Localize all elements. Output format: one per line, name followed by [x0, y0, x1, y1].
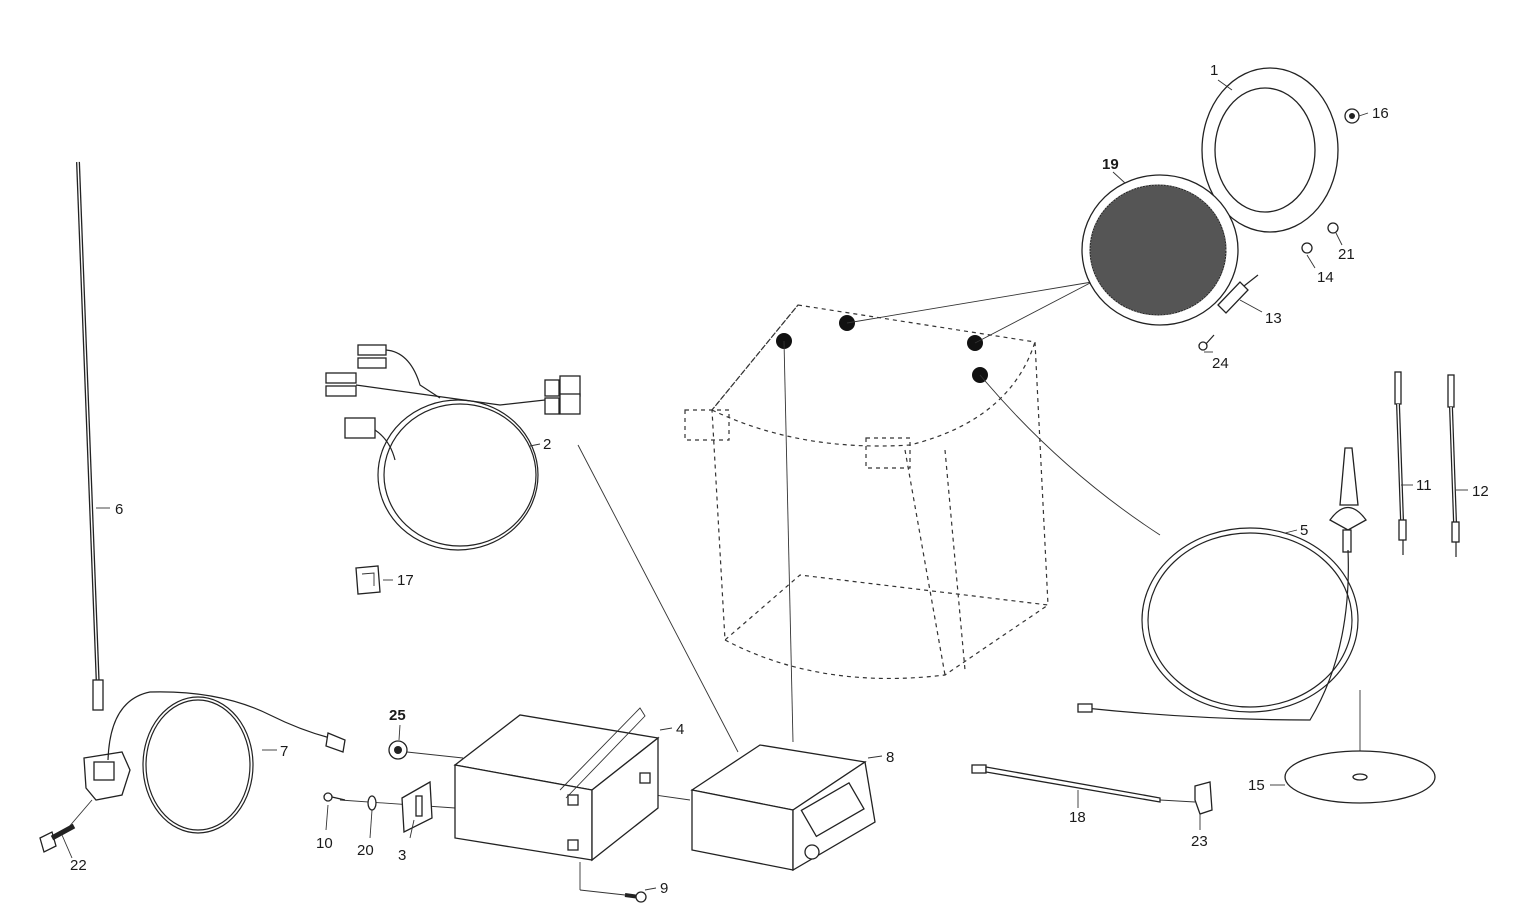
callout-3: 3 [398, 847, 406, 864]
callout-labels: 1 2 3 4 5 6 7 8 9 10 11 12 13 14 15 16 1… [70, 62, 1489, 897]
screw-24 [1198, 334, 1215, 351]
mounting-frame-4 [453, 707, 660, 862]
washer-14 [1301, 242, 1313, 254]
callout-18: 18 [1069, 809, 1086, 826]
wiring-harness-2 [325, 344, 581, 551]
bracket-3 [401, 780, 433, 834]
callout-10: 10 [316, 835, 333, 852]
bushing-25 [388, 740, 408, 760]
callout-17: 17 [397, 572, 414, 589]
screw-10 [323, 792, 346, 802]
whip-antenna-6 [61, 161, 131, 836]
speaker-ring-1 [1201, 67, 1339, 233]
cabinet-outline [684, 304, 1049, 680]
callout-13: 13 [1265, 310, 1282, 327]
bolt-22 [39, 823, 76, 853]
callout-14: 14 [1317, 269, 1334, 286]
clip-17 [355, 565, 381, 595]
callout-7: 7 [280, 743, 288, 760]
standoff-13 [1217, 274, 1259, 314]
callout-24: 24 [1212, 355, 1229, 372]
roof-antenna-5 [1077, 447, 1367, 721]
callout-21: 21 [1338, 246, 1355, 263]
callout-2: 2 [543, 436, 551, 453]
callout-5: 5 [1300, 522, 1308, 539]
cable-tie-18 [971, 764, 1161, 803]
antenna-11 [1394, 371, 1407, 555]
callout-25: 25 [389, 707, 406, 724]
callout-20: 20 [357, 842, 374, 859]
callout-23: 23 [1191, 833, 1208, 850]
screw-9 [624, 891, 647, 903]
antenna-cable-7 [107, 691, 346, 834]
callout-22: 22 [70, 857, 87, 874]
callout-19: 19 [1102, 156, 1119, 173]
fastener-21 [1327, 222, 1339, 234]
speaker-grille-19 [1081, 174, 1239, 326]
callout-8: 8 [886, 749, 894, 766]
leader-lines [61, 79, 1468, 891]
callout-1: 1 [1210, 62, 1218, 79]
callout-12: 12 [1472, 483, 1489, 500]
callout-9: 9 [660, 880, 668, 897]
callout-4: 4 [676, 721, 684, 738]
nut-16 [1344, 108, 1360, 124]
clip-23 [1194, 781, 1213, 815]
washer-20 [367, 795, 377, 811]
callout-11: 11 [1416, 477, 1432, 494]
callout-16: 16 [1372, 105, 1389, 122]
callout-15: 15 [1248, 777, 1265, 794]
ground-plate-15 [1284, 750, 1436, 804]
radio-unit-8 [690, 744, 876, 872]
antenna-12 [1447, 374, 1460, 557]
callout-6: 6 [115, 501, 123, 518]
